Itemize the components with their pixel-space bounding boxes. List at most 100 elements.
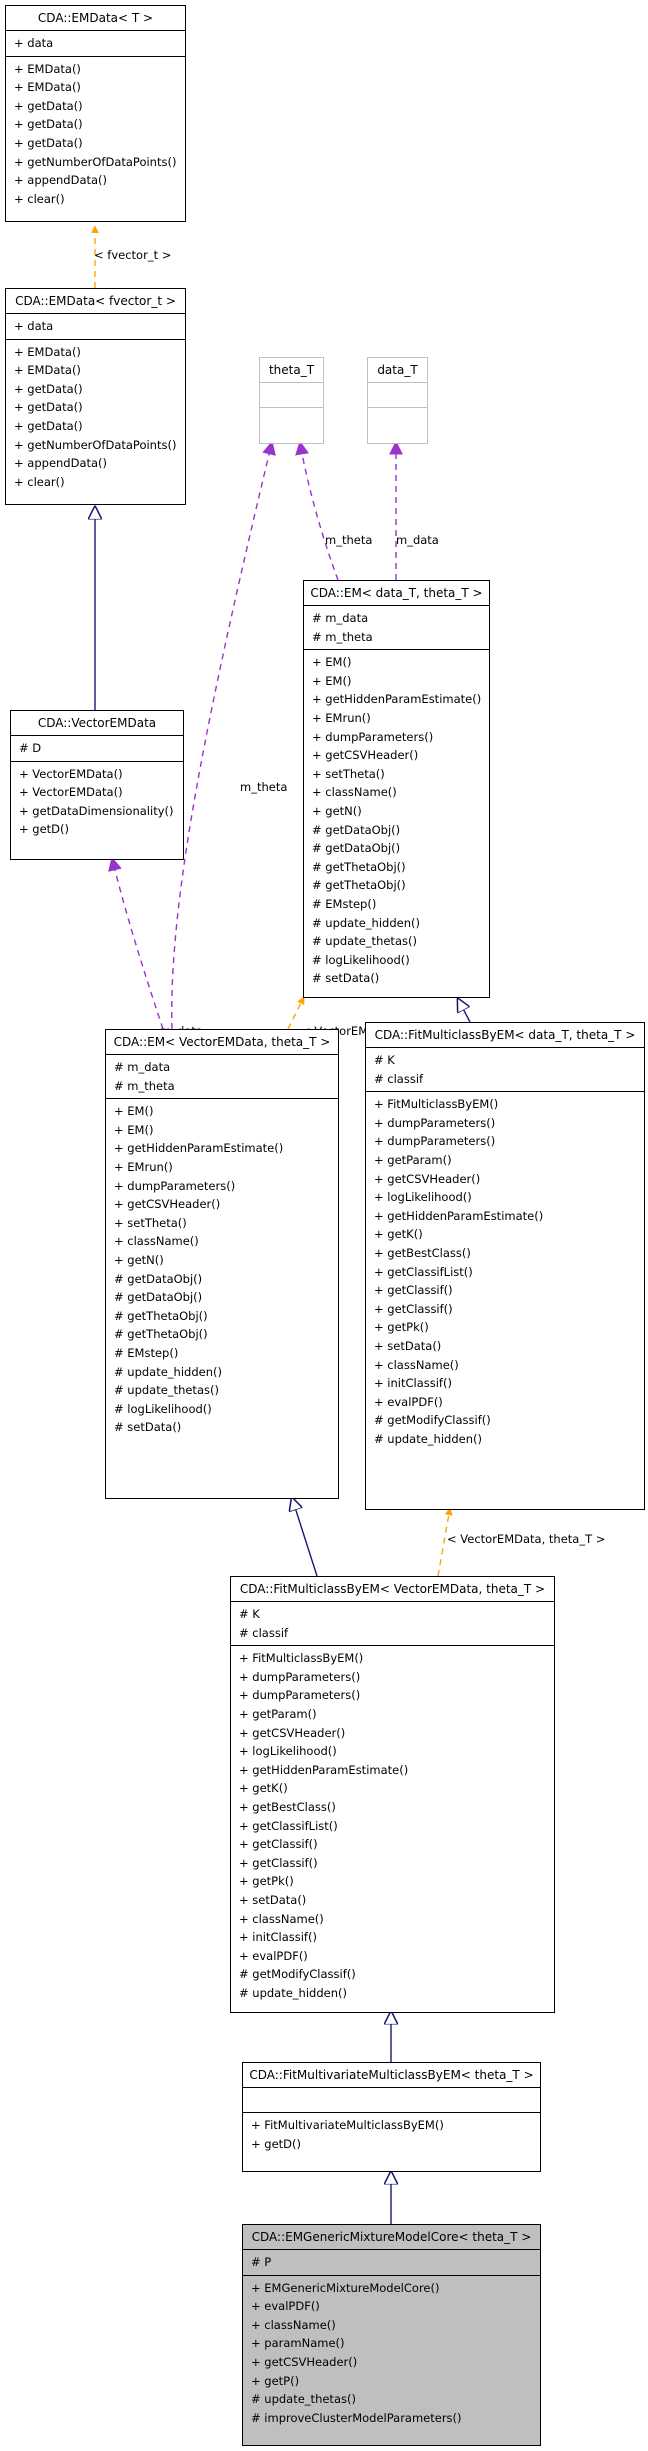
methods-section: + EMGenericMixtureModelCore()+ evalPDF()… <box>243 2276 540 2431</box>
method-item: + className() <box>374 1357 459 1372</box>
attributes-section: # P <box>243 2250 540 2276</box>
method-item: + getCSVHeader() <box>374 1171 481 1186</box>
method-item: # logLikelihood() <box>114 1401 212 1416</box>
method-item: # update_thetas() <box>114 1383 219 1398</box>
method-item: + FitMulticlassByEM() <box>239 1651 364 1666</box>
method-item: # EMstep() <box>114 1345 179 1360</box>
class-vectoremdata[interactable]: CDA::VectorEMData# D+ VectorEMData()+ Ve… <box>10 710 184 860</box>
method-item: # setData() <box>312 971 380 986</box>
attribute-item: + data <box>14 319 54 333</box>
method-item: + evalPDF() <box>239 1948 308 1963</box>
method-item: + getParam() <box>239 1706 317 1721</box>
method-item: + dumpParameters() <box>374 1115 496 1130</box>
method-item: # improveClusterModelParameters() <box>251 2410 462 2425</box>
methods-section <box>368 408 427 432</box>
method-item: # update_hidden() <box>114 1364 222 1379</box>
method-item: + paramName() <box>251 2336 345 2351</box>
method-item: + getD() <box>251 2136 302 2151</box>
label-m-data-em-generic: m_data <box>396 533 439 547</box>
class-emgenericmixturemodelcore[interactable]: CDA::EMGenericMixtureModelCore< theta_T … <box>242 2224 541 2446</box>
methods-section: + EM()+ EM()+ getHiddenParamEstimate()+ … <box>106 1099 338 1440</box>
edge-fitmc-vector-instantiates-fitmc-generic <box>437 1507 453 1577</box>
methods-section: + FitMulticlassByEM()+ dumpParameters()+… <box>366 1092 644 1451</box>
method-item: + EMGenericMixtureModelCore() <box>251 2280 440 2295</box>
method-item: # getModifyClassif() <box>374 1413 491 1428</box>
class-theta-t[interactable]: theta_T <box>259 357 324 444</box>
method-item: + getClassifList() <box>374 1264 473 1279</box>
attributes-section: # m_data# m_theta <box>304 606 489 651</box>
attribute-item: # K <box>374 1053 395 1067</box>
method-item: + dumpParameters() <box>374 1134 496 1149</box>
method-item: + getK() <box>239 1781 288 1796</box>
attributes-section: # D <box>11 736 183 762</box>
method-item: + getK() <box>374 1227 423 1242</box>
class-title: theta_T <box>260 358 323 383</box>
method-item: + FitMultivariateMulticlassByEM() <box>251 2118 444 2132</box>
attribute-item: # P <box>251 2255 272 2269</box>
attributes-section: # K # classif <box>366 1048 644 1093</box>
attribute-item: # m_data <box>312 611 369 625</box>
class-emdata-t[interactable]: CDA::EMData< T >+ data+ EMData()+ EMData… <box>5 5 186 222</box>
method-item: + getHiddenParamEstimate() <box>374 1208 544 1223</box>
method-item: + getClassif() <box>239 1855 318 1870</box>
method-item: + EMData() <box>14 80 81 95</box>
method-item: + className() <box>251 2317 336 2332</box>
method-item: + getPk() <box>239 1874 294 1889</box>
method-item: + className() <box>114 1234 199 1249</box>
method-item: # update_hidden() <box>239 1985 347 2000</box>
attribute-item: # classif <box>374 1071 424 1086</box>
class-em-generic[interactable]: CDA::EM< data_T, theta_T ># m_data# m_th… <box>303 580 490 998</box>
method-item: # logLikelihood() <box>312 952 410 967</box>
class-fitmc-vector[interactable]: CDA::FitMulticlassByEM< VectorEMData, th… <box>230 1576 555 2013</box>
method-item: + EM() <box>312 655 352 670</box>
method-item: + getBestClass() <box>239 1799 336 1814</box>
method-item: + getCSVHeader() <box>312 748 419 763</box>
edge-em-vector-uses-theta <box>171 440 276 1030</box>
attributes-section <box>368 383 427 408</box>
method-item: # update_thetas() <box>251 2392 356 2407</box>
method-item: + EMData() <box>14 61 81 76</box>
method-item: + className() <box>312 785 397 800</box>
method-item: + getHiddenParamEstimate() <box>114 1141 284 1156</box>
method-item: + getClassif() <box>374 1283 453 1298</box>
method-item: + setTheta() <box>114 1215 187 1230</box>
edge-fitmc-vector-inherits-em-vector <box>292 1498 318 1577</box>
method-item: + getHiddenParamEstimate() <box>312 692 482 707</box>
method-item: + dumpParameters() <box>239 1688 361 1703</box>
method-item: + logLikelihood() <box>374 1190 472 1205</box>
method-item: + getHiddenParamEstimate() <box>239 1762 409 1777</box>
attributes-section: # K# classif <box>231 1602 554 1647</box>
method-item: + dumpParameters() <box>239 1669 361 1684</box>
method-item: # update_thetas() <box>312 934 417 949</box>
method-item: # update_hidden() <box>312 915 420 930</box>
attribute-item: # classif <box>239 1625 289 1640</box>
method-item: + getData() <box>14 400 83 415</box>
attributes-section <box>243 2088 540 2113</box>
class-em-vector[interactable]: CDA::EM< VectorEMData, theta_T ># m_data… <box>105 1029 339 1499</box>
method-item: + getCSVHeader() <box>251 2354 358 2369</box>
class-fitmv[interactable]: CDA::FitMultivariateMulticlassByEM< thet… <box>242 2062 541 2172</box>
method-item: + EMData() <box>14 344 81 359</box>
attributes-section: # m_data# m_theta <box>106 1055 338 1100</box>
method-item: + setTheta() <box>312 766 385 781</box>
method-item: + className() <box>239 1911 324 1926</box>
method-item: + VectorEMData() <box>19 785 123 800</box>
method-item: + getParam() <box>374 1152 452 1167</box>
method-item: + clear() <box>14 191 65 206</box>
method-item: # getThetaObj() <box>312 878 406 893</box>
class-title: CDA::FitMultivariateMulticlassByEM< thet… <box>243 2063 540 2088</box>
method-item: + EMData() <box>14 363 81 378</box>
class-title: CDA::FitMulticlassByEM< VectorEMData, th… <box>231 1577 554 1602</box>
method-item: + getN() <box>114 1252 164 1267</box>
class-title: CDA::FitMulticlassByEM< data_T, theta_T … <box>366 1023 644 1048</box>
class-fitmc-generic[interactable]: CDA::FitMulticlassByEM< data_T, theta_T … <box>365 1022 645 1510</box>
label-m-theta-em-generic: m_theta <box>325 533 373 547</box>
class-title: CDA::EMData< T > <box>6 6 185 31</box>
class-emdata-fvector[interactable]: CDA::EMData< fvector_t >+ data+ EMData()… <box>5 288 186 505</box>
class-data-t[interactable]: data_T <box>367 357 428 444</box>
method-item: + getD() <box>19 822 70 837</box>
method-item: + getClassif() <box>374 1301 453 1316</box>
method-item: + getN() <box>312 803 362 818</box>
method-item: + dumpParameters() <box>312 729 434 744</box>
